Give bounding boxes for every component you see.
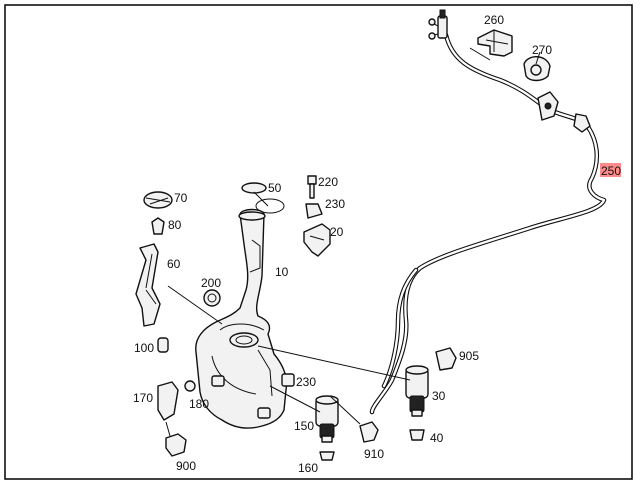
cap-part-50 [241, 182, 285, 214]
strainer-part-70 [143, 191, 173, 209]
diagram-frame [4, 4, 633, 480]
label-230a: 230 [325, 197, 345, 211]
nut-part-230a [305, 203, 323, 219]
label-70: 70 [174, 191, 188, 205]
hose-line-250 [369, 32, 607, 415]
connector-part-900 [165, 421, 187, 457]
label-100: 100 [134, 341, 154, 355]
label-170: 170 [133, 391, 153, 405]
label-20: 20 [330, 225, 344, 239]
grommet-part-100 [157, 337, 169, 353]
label-230b: 230 [296, 375, 316, 389]
nut-part-230b [281, 373, 295, 387]
label-910: 910 [364, 447, 384, 461]
leader-lines [167, 285, 411, 425]
hose-connector-top [428, 9, 448, 40]
grommet-part-80 [151, 217, 165, 235]
part-labels: 10 20 30 40 50 60 70 80 100 150 160 170 … [133, 13, 621, 475]
label-270: 270 [532, 43, 552, 57]
gasket-part-200 [203, 289, 221, 307]
bracket-part-260 [469, 29, 513, 61]
grommet-part-160 [319, 451, 335, 461]
connector-part-910 [359, 421, 379, 443]
label-150: 150 [294, 419, 314, 433]
label-160: 160 [298, 461, 318, 475]
label-30: 30 [432, 389, 446, 403]
label-260: 260 [484, 13, 504, 27]
label-60: 60 [167, 257, 181, 271]
label-180: 180 [189, 397, 209, 411]
washer-pump-30 [405, 365, 429, 417]
bracket-part-20 [303, 223, 331, 257]
label-80: 80 [168, 218, 182, 232]
highlight-250 [600, 163, 621, 177]
label-900: 900 [176, 459, 196, 473]
washer-reservoir-10 [195, 208, 288, 429]
label-200: 200 [201, 276, 221, 290]
label-905: 905 [459, 349, 479, 363]
label-50: 50 [268, 181, 282, 195]
clip-part-270 [523, 51, 551, 82]
grommet-part-40 [409, 429, 425, 441]
label-220: 220 [318, 175, 338, 189]
sensor-part-60 [135, 243, 161, 327]
screw-part-220 [307, 175, 317, 199]
label-250: 250 [601, 164, 621, 178]
label-40: 40 [430, 431, 444, 445]
label-10: 10 [275, 265, 289, 279]
sensor-part-170 [157, 380, 196, 421]
washer-pump-150 [315, 395, 339, 443]
hose-clip-middle [537, 91, 591, 133]
connector-part-905 [435, 347, 457, 371]
